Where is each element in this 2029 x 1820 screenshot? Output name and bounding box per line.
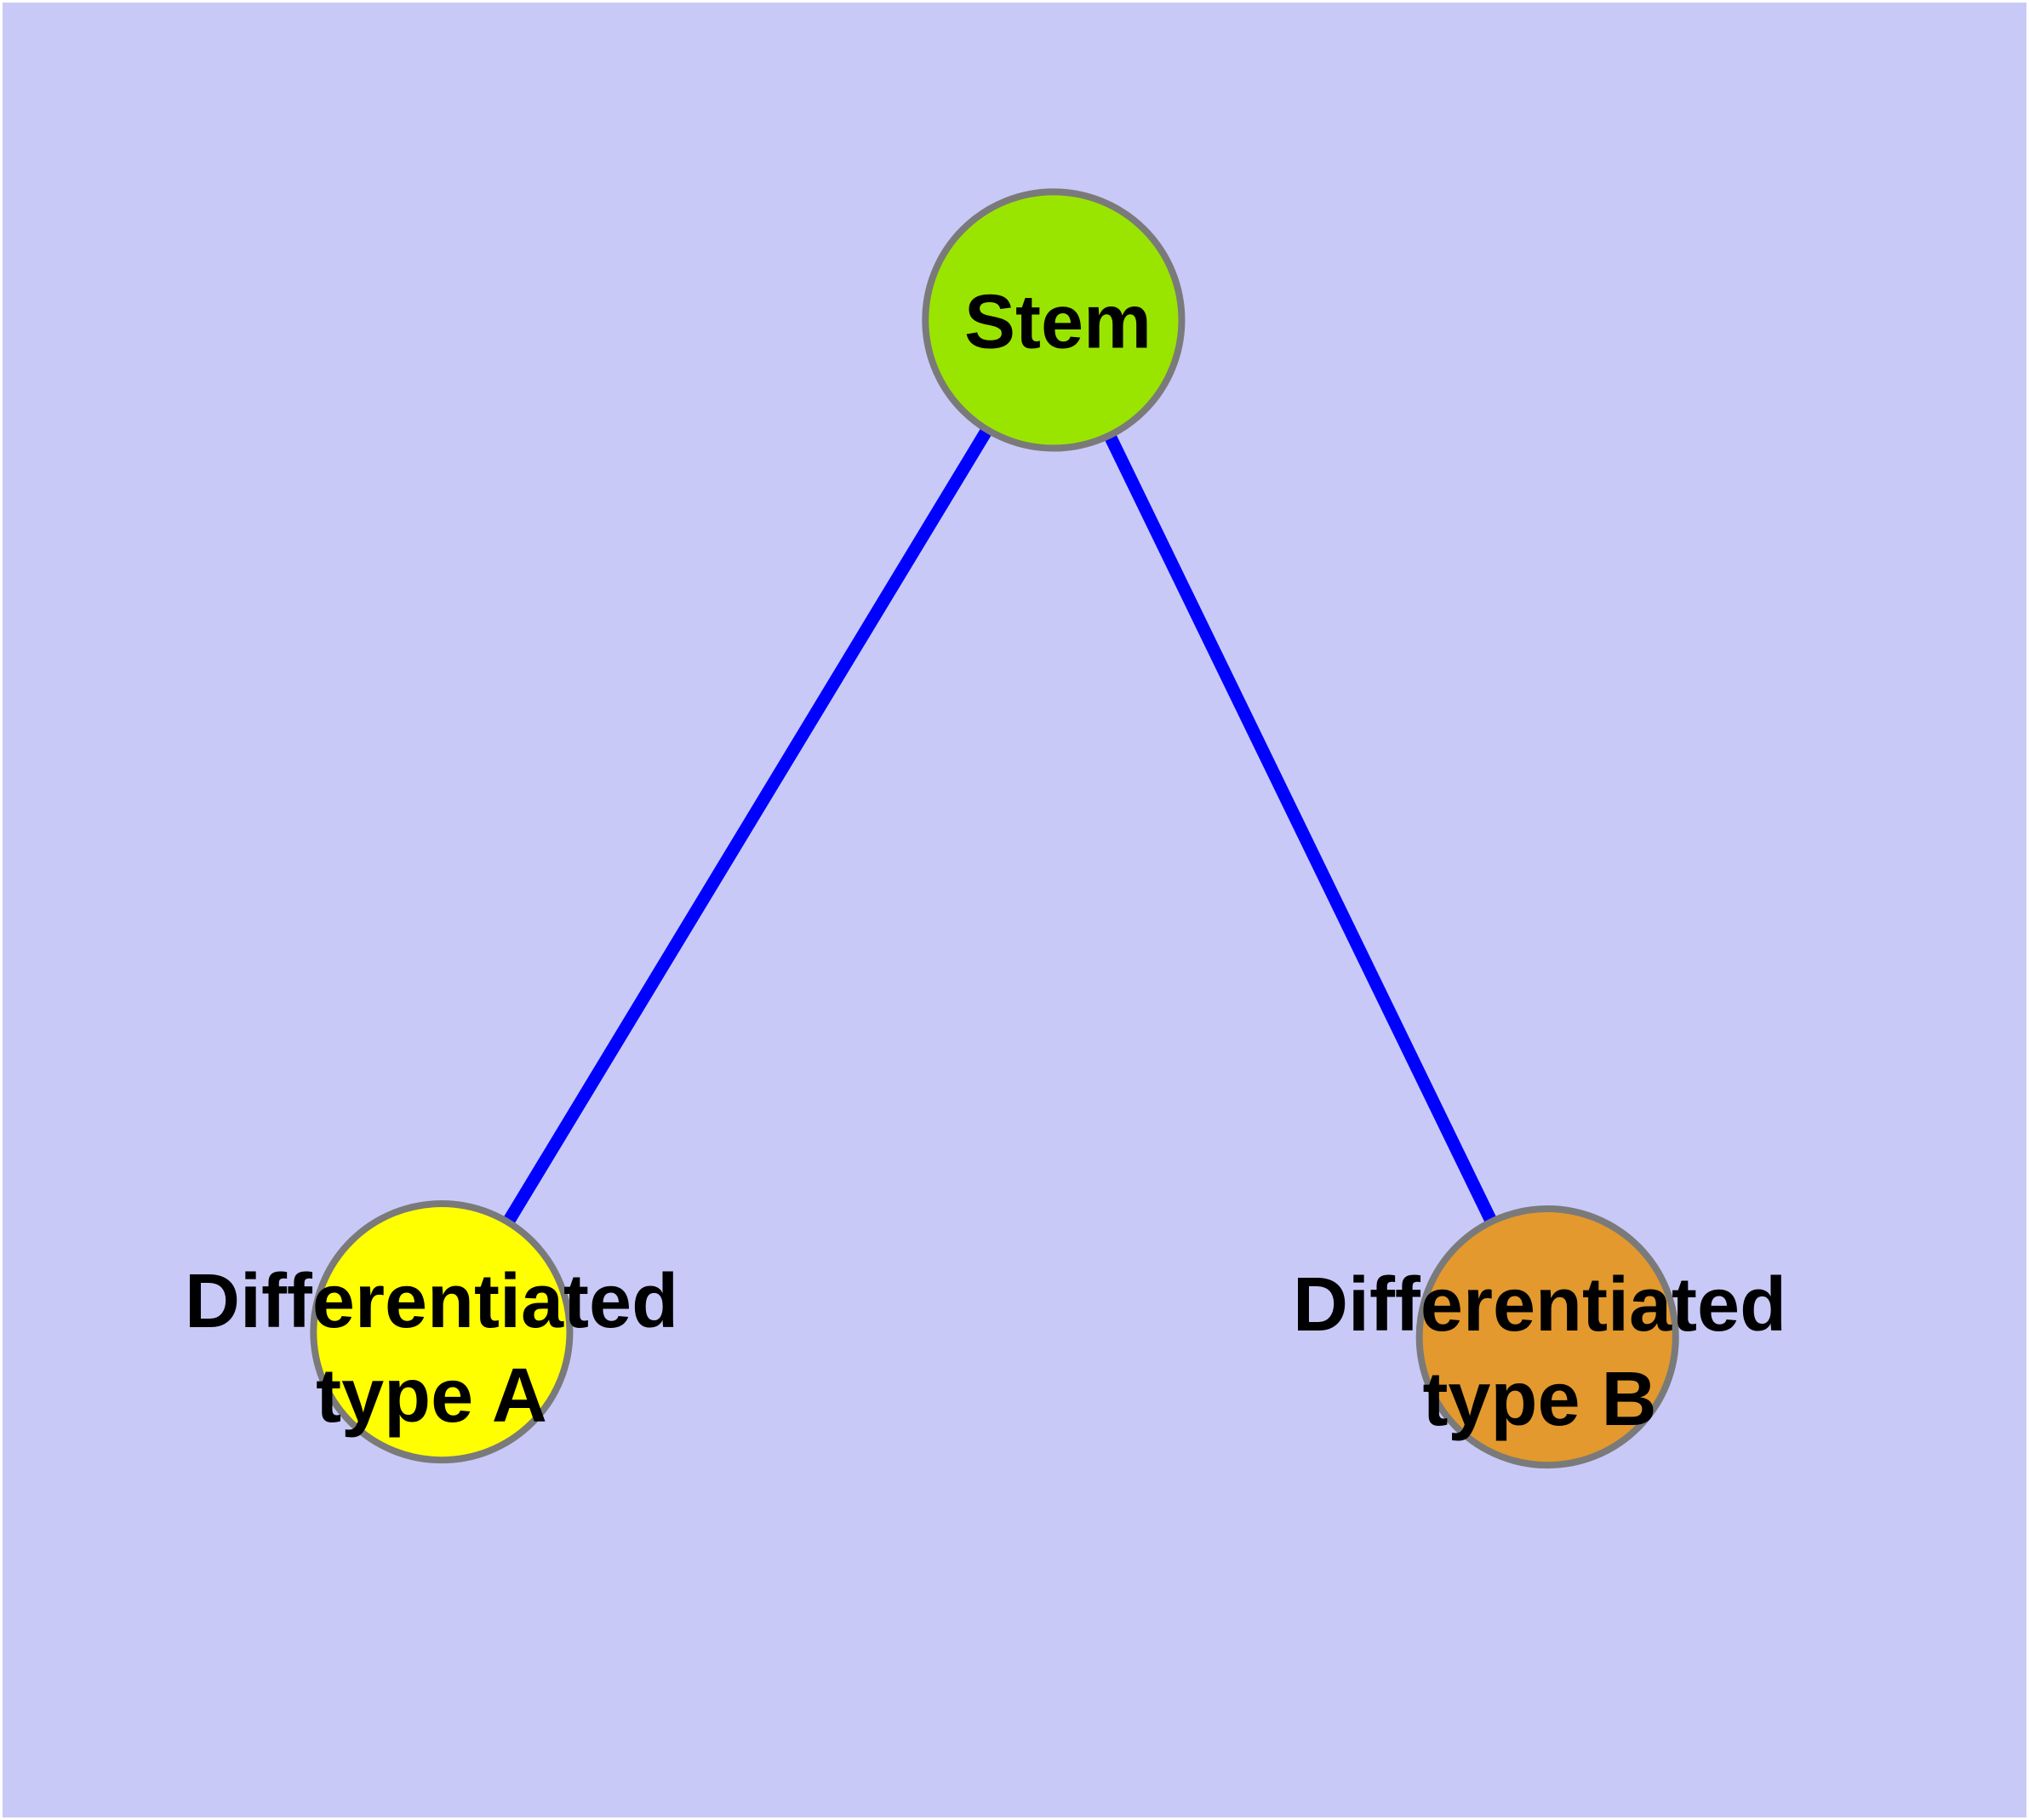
node-stem-label: Stem xyxy=(964,276,1152,370)
node-type-a-label-line2: type A xyxy=(316,1354,547,1439)
node-stem-circle xyxy=(922,188,1186,452)
node-type-a-circle xyxy=(310,1200,574,1464)
node-type-b-circle xyxy=(1415,1205,1679,1469)
node-type-a-label: Differentiated type A xyxy=(185,1255,678,1444)
node-type-b-label-line1: Differentiated xyxy=(1292,1262,1787,1348)
edge-stem-to-type-b xyxy=(1048,317,1553,1340)
node-stem-label-text: Stem xyxy=(963,279,1152,365)
node-type-a-label-line1: Differentiated xyxy=(184,1259,679,1344)
node-type-b-label-line2: type B xyxy=(1422,1357,1657,1442)
node-type-b-label: Differentiated type B xyxy=(1293,1258,1786,1447)
graph-svg xyxy=(310,188,1679,1469)
edge-stem-to-type-a xyxy=(436,317,1060,1336)
